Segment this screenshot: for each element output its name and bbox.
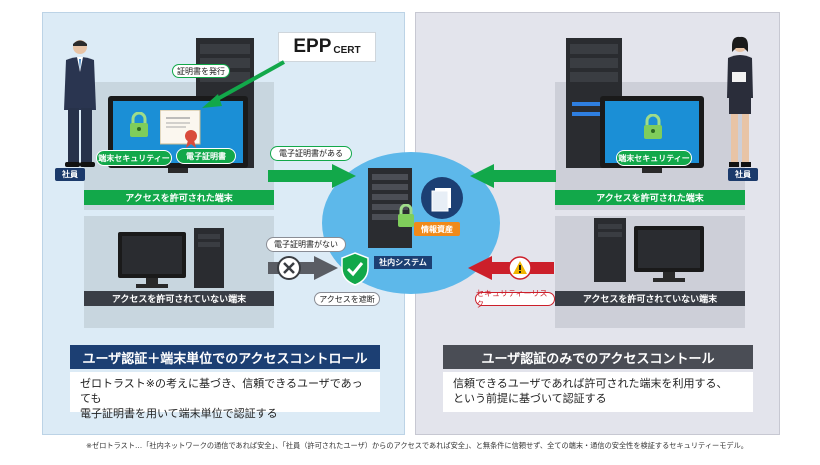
right-green-arrow bbox=[470, 164, 556, 188]
left-desc-line2: 電子証明書を用いて端末単位で認証する bbox=[80, 407, 278, 420]
info-assets-tag: 情報資産 bbox=[414, 222, 460, 236]
left-title-text: ユーザ認証＋端末単位でのアクセスコントロール bbox=[82, 351, 368, 367]
issue-arrow bbox=[196, 58, 288, 114]
certificate-document-icon bbox=[160, 110, 204, 150]
right-allowed-label: アクセスを許可された端末 bbox=[596, 194, 704, 204]
left-desc-line1: ゼロトラスト※の考えに基づき、信頼できるユーザであっても bbox=[80, 377, 363, 405]
internal-server-icon bbox=[368, 168, 412, 248]
logo-epp-text: EPP bbox=[293, 36, 332, 57]
certificate-label: 電子証明書 bbox=[186, 151, 226, 161]
right-desc-line1: 信頼できるユーザであれば許可された端末を利用する、 bbox=[453, 377, 728, 390]
right-endpoint-security-label: 端末セキュリティー bbox=[618, 153, 690, 163]
left-allowed-label: アクセスを許可された端末 bbox=[125, 194, 233, 204]
footnote: ※ゼロトラスト…「社内ネットワークの通信であれば安全」、「社員（許可されたユーザ… bbox=[86, 441, 748, 450]
left-unauthorized-computer-icon bbox=[118, 228, 228, 290]
left-description: ゼロトラスト※の考えに基づき、信頼できるユーザであっても 電子証明書を用いて端末… bbox=[70, 372, 380, 420]
info-assets-label: 情報資産 bbox=[421, 224, 453, 234]
internal-system-label: 社内システム bbox=[379, 258, 427, 267]
has-certificate-label: 電子証明書がある bbox=[279, 149, 343, 158]
has-certificate-badge: 電子証明書がある bbox=[270, 146, 352, 161]
access-blocked-label: アクセスを遮断 bbox=[319, 294, 375, 304]
shield-check-icon bbox=[340, 252, 370, 286]
eppcert-logo: EPP CERT bbox=[278, 32, 376, 62]
left-endpoint-security-label: 端末セキュリティー bbox=[98, 153, 170, 163]
security-risk-label: セキュリティーリスク bbox=[476, 289, 548, 309]
employee-female-icon bbox=[720, 36, 760, 170]
right-employee-label: 社員 bbox=[735, 170, 751, 179]
employee-male-icon bbox=[58, 38, 102, 170]
right-not-allowed-label: アクセスを許可されていない端末 bbox=[582, 295, 718, 305]
left-endpoint-security-tag: 端末セキュリティー bbox=[96, 150, 172, 166]
internal-system-tag: 社内システム bbox=[374, 256, 432, 269]
certificate-tag: 電子証明書 bbox=[176, 148, 236, 164]
server-lock-icon bbox=[396, 204, 416, 228]
security-risk-badge: セキュリティーリスク bbox=[475, 289, 555, 309]
left-section-title: ユーザ認証＋端末単位でのアクセスコントロール bbox=[70, 345, 380, 369]
left-not-allowed-bar: アクセスを許可されていない端末 bbox=[84, 291, 274, 306]
left-employee-label: 社員 bbox=[62, 170, 78, 179]
right-unauthorized-computer-icon bbox=[594, 218, 706, 284]
blocked-x-icon bbox=[277, 256, 301, 280]
left-green-arrow bbox=[268, 164, 356, 188]
logo-cert-text: CERT bbox=[333, 44, 361, 56]
no-certificate-badge: 電子証明書がない bbox=[266, 237, 346, 252]
issue-certificate-label: 証明書を発行 bbox=[177, 66, 225, 76]
right-section-title: ユーザ認証のみでのアクセスコントール bbox=[443, 345, 753, 369]
left-lock-icon bbox=[128, 112, 150, 138]
right-lock-icon bbox=[642, 114, 664, 140]
access-blocked-badge: アクセスを遮断 bbox=[314, 292, 380, 306]
warning-icon bbox=[508, 256, 532, 280]
no-certificate-label: 電子証明書がない bbox=[274, 240, 338, 249]
issue-certificate-badge: 証明書を発行 bbox=[172, 64, 230, 78]
right-description: 信頼できるユーザであれば許可された端末を利用する、 という前提に基づいて認証する bbox=[443, 372, 753, 412]
right-employee-tag: 社員 bbox=[728, 168, 758, 181]
right-title-text: ユーザ認証のみでのアクセスコントール bbox=[481, 351, 715, 367]
right-not-allowed-bar: アクセスを許可されていない端末 bbox=[555, 291, 745, 306]
info-assets-document-icon bbox=[420, 176, 464, 220]
left-not-allowed-label: アクセスを許可されていない端末 bbox=[111, 295, 247, 305]
right-allowed-bar: アクセスを許可された端末 bbox=[555, 190, 745, 205]
left-employee-tag: 社員 bbox=[55, 168, 85, 181]
right-desc-line2: という前提に基づいて認証する bbox=[453, 392, 607, 405]
left-allowed-bar: アクセスを許可された端末 bbox=[84, 190, 274, 205]
right-endpoint-security-tag: 端末セキュリティー bbox=[616, 150, 692, 166]
